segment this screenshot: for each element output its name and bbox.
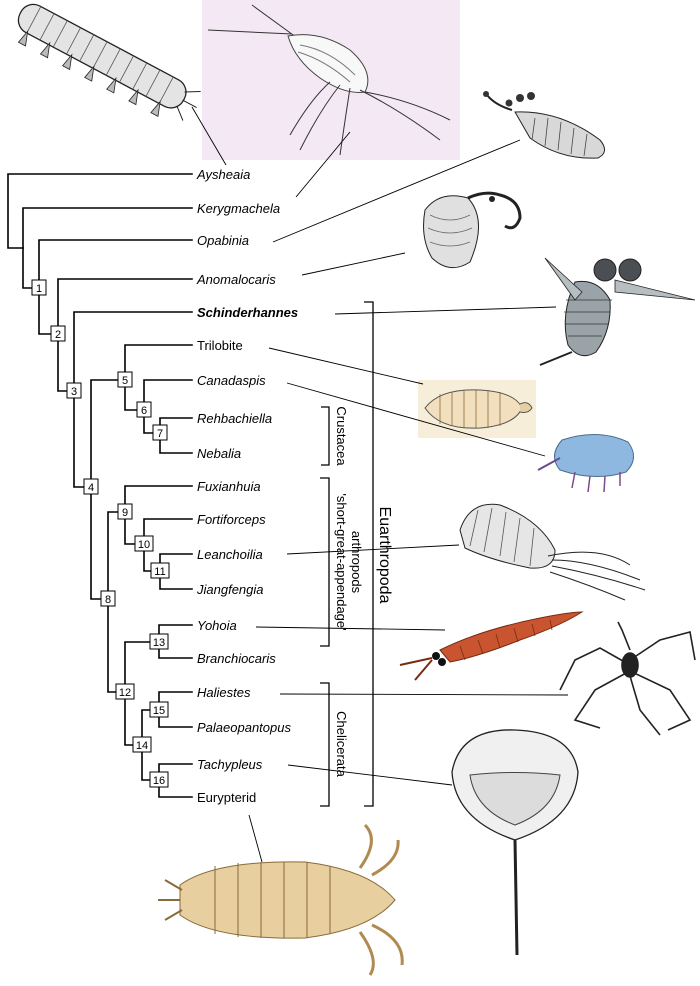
node-7-label: 7 xyxy=(157,428,163,440)
haliestes-drawing-icon xyxy=(559,621,696,736)
aysheaia-drawing-icon xyxy=(17,3,201,121)
taxon-leanchoilia: Leanchoilia xyxy=(197,547,263,562)
sga-label-line1: 'short-great-appendage' xyxy=(334,493,349,630)
eurypterid-drawing-icon xyxy=(158,823,404,976)
node-9-label: 9 xyxy=(122,507,128,519)
taxon-rehbachiella: Rehbachiella xyxy=(197,411,272,426)
trilobite-drawing-icon xyxy=(418,380,536,438)
anomalocaris-drawing-icon xyxy=(423,191,522,269)
euarthropoda-bracket xyxy=(364,301,374,807)
node-1-label: 1 xyxy=(36,283,42,295)
taxon-trilobite: Trilobite xyxy=(197,338,243,353)
node-labels: 1 2 3 4 5 6 7 8 9 10 11 12 13 14 15 16 xyxy=(31,279,170,788)
taxon-tachypleus: Tachypleus xyxy=(197,757,263,772)
node-12-label: 12 xyxy=(119,687,131,699)
sga-label-line2: arthropods xyxy=(349,531,364,594)
euarthropoda-label: Euarthropoda xyxy=(376,507,393,604)
taxon-fuxianhuia: Fuxianhuia xyxy=(197,479,261,494)
node-10-label: 10 xyxy=(138,539,150,551)
node-2-label: 2 xyxy=(55,329,61,341)
taxon-anomalocaris: Anomalocaris xyxy=(196,272,276,287)
node-8-label: 8 xyxy=(105,594,111,606)
tachypleus-drawing-icon xyxy=(451,729,579,956)
taxon-canadaspis: Canadaspis xyxy=(197,373,266,388)
node-5-label: 5 xyxy=(122,375,128,387)
node-13-label: 13 xyxy=(153,637,165,649)
yohoia-drawing-icon xyxy=(399,611,584,681)
node-4-label: 4 xyxy=(88,482,94,494)
taxon-kerygmachela: Kerygmachela xyxy=(197,201,280,216)
node-3-label: 3 xyxy=(71,386,77,398)
opabinia-drawing-icon xyxy=(483,91,605,159)
taxon-yohoia: Yohoia xyxy=(197,618,237,633)
taxon-branchiocaris: Branchiocaris xyxy=(197,651,276,666)
crustacea-bracket xyxy=(321,406,330,466)
sga-bracket xyxy=(320,477,330,647)
chelicerata-bracket xyxy=(320,682,330,807)
chelicerata-label: Chelicerata xyxy=(334,711,349,778)
taxon-haliestes: Haliestes xyxy=(197,685,251,700)
node-11-label: 11 xyxy=(154,566,165,578)
taxon-schinderhannes: Schinderhannes xyxy=(197,305,298,320)
node-6-label: 6 xyxy=(141,405,147,417)
taxon-opabinia: Opabinia xyxy=(197,233,249,248)
taxon-jiangfengia: Jiangfengia xyxy=(196,582,264,597)
leanchoilia-drawing-icon xyxy=(459,503,646,601)
canadaspis-drawing-icon xyxy=(537,433,634,493)
node-15-label: 15 xyxy=(153,705,165,717)
kerygmachela-drawing-icon xyxy=(202,0,460,160)
crustacea-label: Crustacea xyxy=(334,406,349,466)
taxon-labels: Aysheaia Kerygmachela Opabinia Anomaloca… xyxy=(196,167,298,805)
schinderhannes-drawing-icon xyxy=(539,257,696,366)
node-16-label: 16 xyxy=(153,775,165,787)
node-14-label: 14 xyxy=(136,740,148,752)
taxon-fortiforceps: Fortiforceps xyxy=(197,512,266,527)
taxon-eurypterid: Eurypterid xyxy=(197,790,256,805)
taxon-aysheaia: Aysheaia xyxy=(196,167,250,182)
taxon-nebalia: Nebalia xyxy=(197,446,241,461)
taxon-palaeopantopus: Palaeopantopus xyxy=(197,720,291,735)
group-brackets: Crustacea 'short-great-appendage' arthro… xyxy=(320,301,393,807)
